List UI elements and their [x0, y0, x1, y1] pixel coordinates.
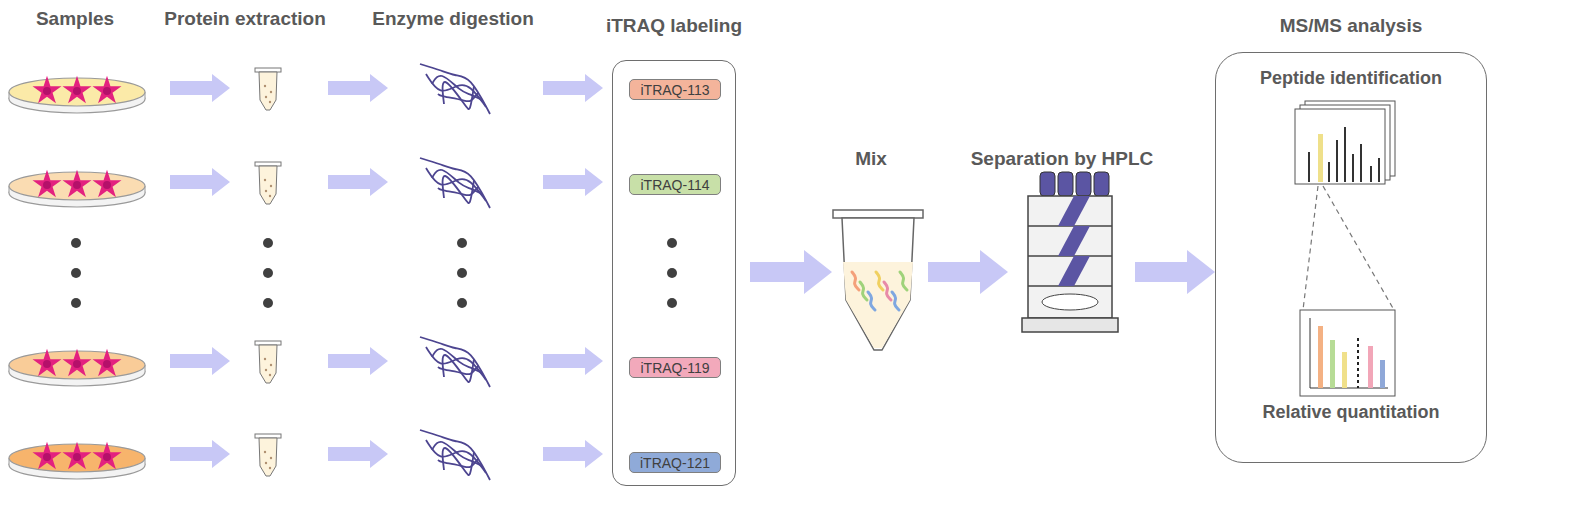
panel-label: Relative quantitation [1262, 402, 1439, 423]
cell [93, 76, 122, 104]
ellipsis-dot [71, 238, 81, 248]
cell [33, 170, 62, 198]
peptide-strand [876, 272, 883, 290]
cell [93, 170, 122, 198]
flow-arrow [1135, 250, 1215, 294]
flow-arrow [543, 168, 603, 196]
cell [33, 76, 62, 104]
sample-tube [255, 68, 281, 110]
cell [63, 76, 92, 104]
peptide-strand [443, 82, 474, 109]
cell [93, 442, 122, 470]
tag-label: iTRAQ-114 [641, 177, 710, 193]
ellipsis-dot [667, 238, 677, 248]
flow-arrow [328, 168, 388, 196]
peptide-strand [860, 282, 867, 300]
peptide-strand [884, 282, 891, 300]
sample-tube [255, 434, 281, 476]
label-box: iTRAQ-119 [629, 357, 721, 378]
flow-arrow [543, 74, 603, 102]
flow-arrow [170, 74, 230, 102]
peptide-strand [852, 272, 859, 290]
flow-arrow [543, 347, 603, 375]
flow-arrow [328, 74, 388, 102]
ellipsis-dot [667, 298, 677, 308]
flow-arrow [543, 440, 603, 468]
spectrum-icon [1295, 101, 1395, 184]
step-label: Samples [36, 8, 114, 30]
flow-arrow [170, 168, 230, 196]
peptide-strand [443, 176, 474, 203]
step-label: Mix [855, 148, 887, 170]
ellipsis-dot [263, 268, 273, 278]
cell [93, 349, 122, 377]
ellipsis-dot [457, 298, 467, 308]
peptide-strand [420, 64, 490, 114]
label-box: iTRAQ-114 [629, 174, 721, 195]
zoom-line [1323, 186, 1394, 310]
cell [33, 349, 62, 377]
cell [63, 170, 92, 198]
peptide-strand [426, 440, 486, 473]
stage-panel: MS/MS analysisPeptide identificationRela… [1215, 52, 1487, 463]
stage-heading: MS/MS analysis [1280, 15, 1423, 37]
ellipsis-dot [71, 268, 81, 278]
flow-arrow [750, 250, 832, 294]
step-label: Protein extraction [164, 8, 326, 30]
stage-panel: iTRAQ labelingiTRAQ-113iTRAQ-114iTRAQ-11… [612, 60, 736, 486]
ellipsis-dot [667, 268, 677, 278]
peptide-strand [420, 158, 490, 208]
flow-arrow [328, 440, 388, 468]
label-box: iTRAQ-121 [629, 452, 721, 473]
flow-arrow [328, 347, 388, 375]
quant-icon [1300, 310, 1395, 396]
tag-label: iTRAQ-121 [640, 455, 710, 471]
peptide-strand [426, 168, 486, 201]
flow-arrow [928, 250, 1008, 294]
peptide-strand [426, 347, 486, 380]
peptide-strand [443, 355, 474, 382]
cell [63, 442, 92, 470]
panel-label: Peptide identification [1260, 68, 1442, 89]
ellipsis-dot [71, 298, 81, 308]
tag-label: iTRAQ-119 [641, 360, 710, 376]
cell [33, 442, 62, 470]
ellipsis-dot [263, 298, 273, 308]
tag-label: iTRAQ-113 [641, 82, 710, 98]
mix-tube [833, 210, 923, 350]
peptide-strand [892, 292, 899, 310]
flow-arrow [170, 440, 230, 468]
cell [63, 349, 92, 377]
step-label: Separation by HPLC [971, 148, 1154, 170]
stage-heading: iTRAQ labeling [606, 15, 742, 37]
peptide-strand [426, 74, 486, 107]
peptide-strand [900, 272, 907, 290]
peptide-strand [420, 430, 490, 480]
hplc-instrument [1022, 172, 1118, 332]
flow-arrow [170, 347, 230, 375]
ellipsis-dot [457, 238, 467, 248]
ellipsis-dot [457, 268, 467, 278]
zoom-line [1303, 186, 1318, 310]
label-box: iTRAQ-113 [629, 79, 721, 100]
ellipsis-dot [263, 238, 273, 248]
peptide-strand [420, 337, 490, 387]
sample-tube [255, 341, 281, 383]
peptide-strand [443, 448, 474, 475]
step-label: Enzyme digestion [372, 8, 534, 30]
peptide-strand [868, 292, 875, 310]
sample-tube [255, 162, 281, 204]
